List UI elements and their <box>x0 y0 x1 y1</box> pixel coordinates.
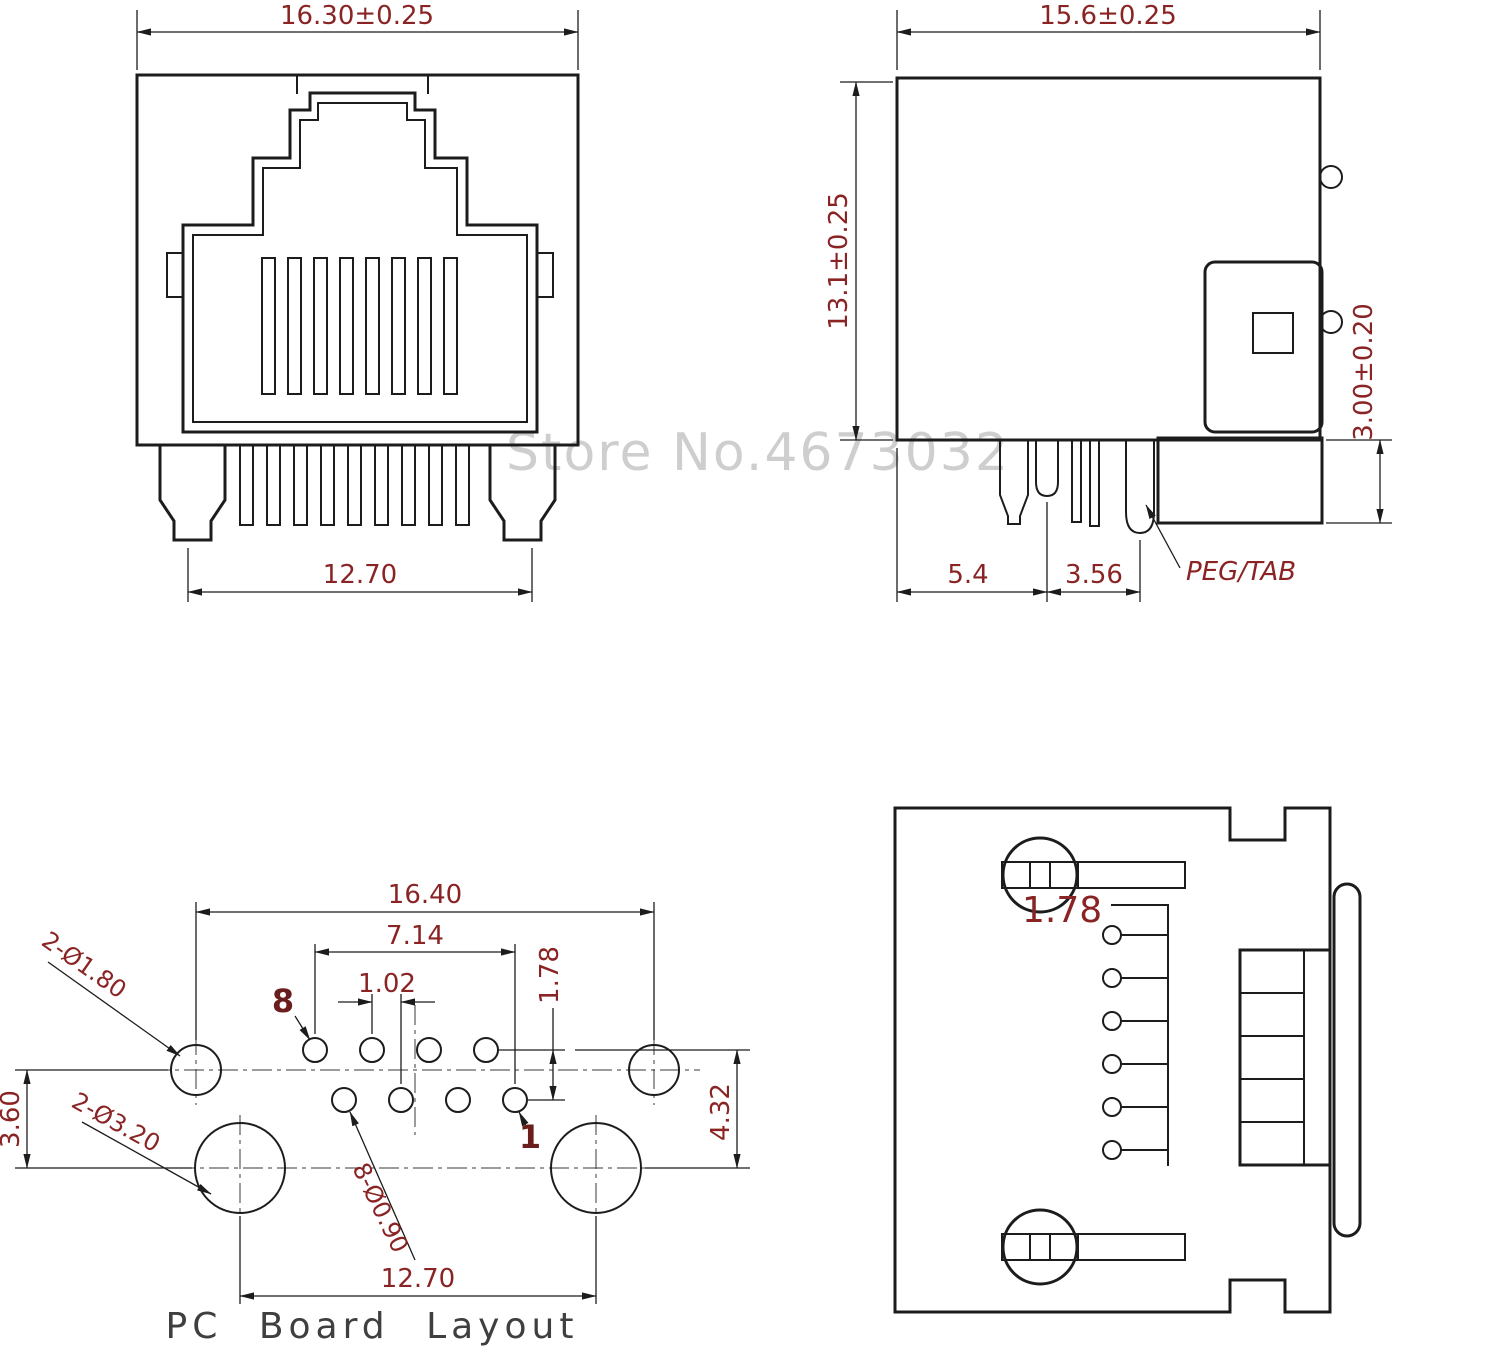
dim-pcb-post-span: 12.70 <box>381 1264 455 1294</box>
pcb-hole-offset-dimension: 3.60 <box>0 1069 192 1169</box>
pcb-post-span-dimension: 12.70 <box>239 1216 597 1304</box>
screw-post-top <box>1001 836 1186 914</box>
label-peg-tab: PEG/TAB <box>1186 557 1296 587</box>
label-small-holes: 2-Ø1.80 <box>37 926 132 1004</box>
top-view: 1.78 <box>893 806 1362 1314</box>
pin-number-callouts: 8 1 <box>272 982 541 1156</box>
pcb-pin-offset-dimension: 1.02 <box>338 969 435 1084</box>
pcb-pin-span-dimension: 7.14 <box>314 921 516 1084</box>
side-bump-lower <box>1319 310 1343 334</box>
small-hole-right <box>628 1044 680 1096</box>
dim-front-pinspan: 12.70 <box>323 560 397 590</box>
dim-top-pin-pitch: 1.78 <box>1022 890 1102 931</box>
socket-opening-outer <box>181 91 539 434</box>
small-hole-left <box>170 1044 222 1096</box>
mounting-leg-right <box>488 443 557 542</box>
mount-holes <box>170 1044 680 1214</box>
side-height-dimension: 13.1±0.25 <box>824 81 893 441</box>
side-view: 15.6±0.25 13.1±0.25 PEG/TAB <box>824 1 1392 602</box>
pin-hole-callout: 8-Ø0.90 <box>347 1111 416 1261</box>
pcb-title: PC Board Layout <box>166 1306 579 1347</box>
peg <box>1125 439 1155 535</box>
pcb-row-pitch-dimension: 1.78 <box>498 946 565 1101</box>
label-pin-holes: 8-Ø0.90 <box>347 1158 414 1257</box>
dim-side-standoff: 3.00±0.20 <box>1349 303 1379 441</box>
contact-tails <box>239 444 470 526</box>
contact-comb-block <box>1238 948 1332 1167</box>
socket-opening-inner <box>192 102 528 423</box>
pin-column <box>1102 904 1169 1166</box>
latch-window <box>1252 312 1294 354</box>
dim-pcb-hole-offset: 3.60 <box>0 1090 26 1148</box>
connector-body <box>895 76 1322 442</box>
solder-legs <box>999 439 1155 535</box>
side-leg-offset-dimension: 5.4 3.56 <box>896 448 1141 602</box>
pcb-layout-view: 16.40 7.14 1.02 1.78 <box>0 880 750 1347</box>
top-body-outline <box>893 806 1332 1314</box>
pin-holes <box>302 1037 528 1113</box>
front-width-dimension: 16.30±0.25 <box>136 1 579 70</box>
dim-pcb-overall: 16.40 <box>388 880 462 910</box>
side-bump-upper <box>1319 165 1343 189</box>
peg-tab-callout: PEG/TAB <box>1145 504 1296 587</box>
side-latch-right <box>536 252 554 298</box>
latch-housing <box>1203 260 1324 434</box>
post-hole-callout: 2-Ø3.20 <box>67 1087 212 1195</box>
shield-top-tab <box>296 74 429 94</box>
pcb-hole-row-dimension: 4.32 <box>575 1049 750 1169</box>
standoff-block <box>1156 436 1324 525</box>
dim-pcb-hole-row: 4.32 <box>706 1083 736 1141</box>
label-pin1: 1 <box>519 1118 541 1156</box>
dim-pcb-row-pitch: 1.78 <box>535 946 565 1004</box>
center-lines <box>150 1005 700 1225</box>
small-hole-callout: 2-Ø1.80 <box>37 926 181 1057</box>
dim-side-width: 15.6±0.25 <box>1039 1 1177 31</box>
dim-pcb-pin-span: 7.14 <box>386 921 444 951</box>
dim-side-leg-offset: 5.4 <box>947 560 988 590</box>
post-hole-right <box>550 1122 642 1214</box>
screw-post-bottom <box>1001 1208 1186 1286</box>
shield-outline <box>135 73 580 447</box>
dim-front-width: 16.30±0.25 <box>280 1 434 31</box>
side-standoff-dimension: 3.00±0.20 <box>1326 303 1392 524</box>
front-pinspan-dimension: 12.70 <box>187 548 533 602</box>
post-hole-left <box>194 1122 286 1214</box>
side-latch-left <box>166 252 184 298</box>
side-width-dimension: 15.6±0.25 <box>896 1 1321 70</box>
label-pin8: 8 <box>272 982 294 1020</box>
dim-side-leg-pitch: 3.56 <box>1065 560 1123 590</box>
front-view: 16.30±0.25 <box>135 1 580 602</box>
contact-pins <box>261 257 458 395</box>
watermark: Store No.4673032 <box>506 423 1010 483</box>
label-post-holes: 2-Ø3.20 <box>67 1087 165 1158</box>
pcb-overall-dimension: 16.40 <box>195 880 655 1040</box>
dim-side-height: 13.1±0.25 <box>824 192 854 330</box>
dim-pcb-pin-offset: 1.02 <box>358 969 416 999</box>
mounting-leg-left <box>158 443 227 542</box>
latch-spring-clip <box>1332 882 1362 1238</box>
